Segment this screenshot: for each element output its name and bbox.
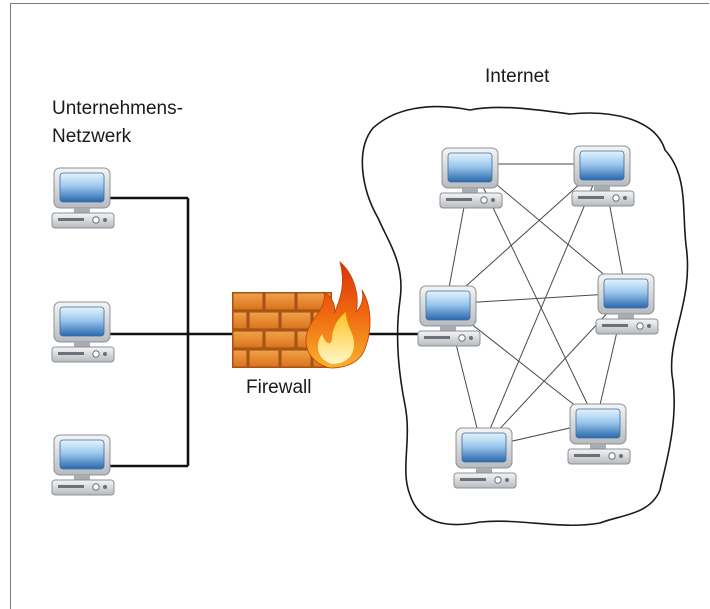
internet-computer-2-icon: [571, 145, 635, 207]
internet-computer-4-icon: [595, 273, 659, 335]
diagram-frame: [10, 3, 709, 609]
internet-computer-1-icon: [439, 147, 503, 209]
firewall-icon: [232, 260, 371, 369]
corporate-network-wiring: [108, 196, 420, 468]
internet-computer-3-icon: [417, 285, 481, 347]
internet-computer-5-icon: [453, 427, 517, 489]
internet-computer-6-icon: [567, 403, 631, 465]
internet-cloud-outline: [361, 105, 689, 527]
corporate-network-label-line1: Unternehmens-: [52, 98, 183, 119]
internet-label: Internet: [485, 66, 550, 87]
corporate-computer-1-icon: [51, 167, 115, 229]
corporate-network-label-line2: Netzwerk: [52, 126, 132, 147]
corporate-computer-3-icon: [51, 434, 115, 496]
corporate-computer-2-icon: [51, 301, 115, 363]
firewall-label: Firewall: [246, 377, 311, 398]
